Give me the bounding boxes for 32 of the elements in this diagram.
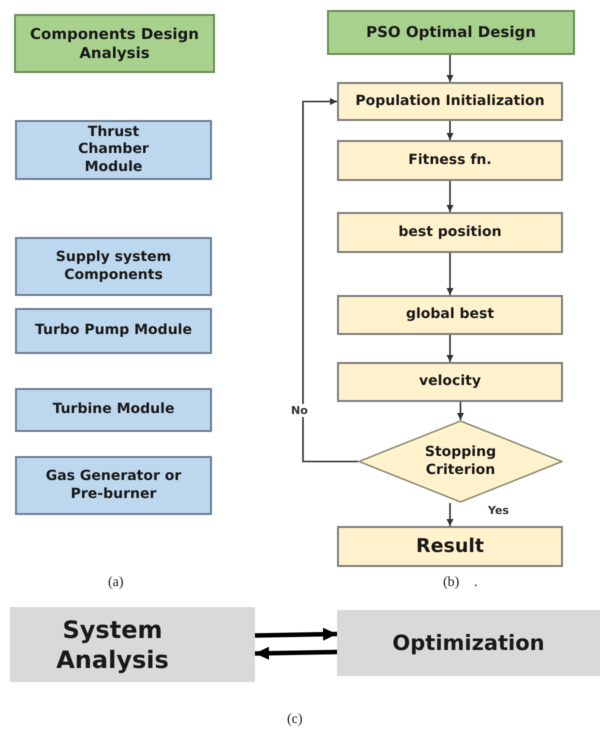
arrow — [446, 181, 454, 212]
module-box: Turbine Module — [15, 388, 212, 432]
module-box: Gas Generator or Pre-burner — [15, 456, 212, 515]
process-box: System Analysis — [10, 607, 255, 682]
arrow — [446, 503, 454, 526]
module-box: Turbo Pump Module — [15, 308, 212, 354]
process-box: Population Initialization — [337, 82, 563, 121]
process-box: Optimization — [337, 610, 600, 676]
caption-label: (a) — [108, 575, 124, 591]
process-box: velocity — [337, 362, 563, 402]
process-box: best position — [337, 212, 563, 253]
decision-label: Stopping Criterion — [424, 444, 498, 479]
arrow — [446, 335, 454, 362]
caption-label: (b) — [443, 575, 460, 591]
edge-label: No — [290, 404, 309, 417]
arrow — [446, 121, 454, 140]
module-box: Supply system Components — [15, 237, 212, 296]
process-box: global best — [337, 295, 563, 335]
heading-box: PSO Optimal Design — [327, 10, 575, 55]
process-box: Result — [337, 526, 563, 567]
edge-label: Yes — [487, 504, 510, 517]
heading-box: Components Design Analysis — [14, 14, 215, 73]
arrow — [254, 628, 338, 641]
arrow — [446, 55, 454, 82]
arrow — [254, 646, 338, 660]
arrow — [446, 253, 454, 295]
module-box: Thrust Chamber Module — [15, 120, 212, 180]
process-box: Fitness fn. — [337, 140, 563, 181]
caption-label: (c) — [287, 712, 303, 728]
caption-label: . — [474, 575, 478, 591]
arrow — [457, 402, 464, 420]
arrow — [302, 98, 358, 462]
